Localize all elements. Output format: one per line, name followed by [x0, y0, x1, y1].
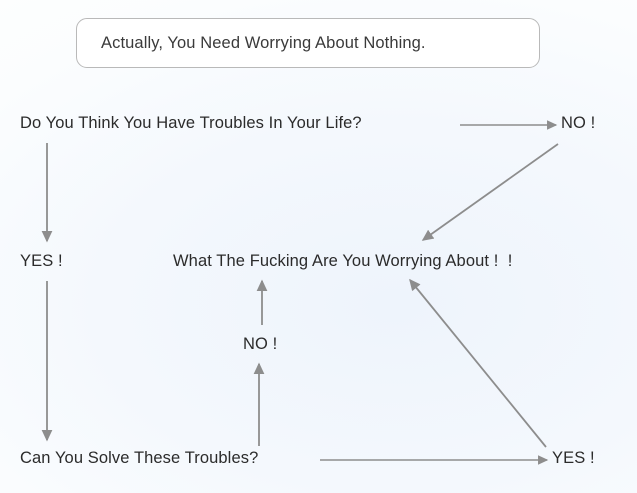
node-answer-no-top: NO ! — [561, 114, 596, 132]
node-center-text: What The Fucking Are You Worrying About … — [173, 252, 513, 270]
edge-no-to-center — [421, 143, 559, 241]
node-answer-yes-bottom: YES ! — [552, 449, 595, 467]
edge-yes-bottom-to-center — [409, 278, 547, 448]
node-question-solve: Can You Solve These Troubles? — [20, 449, 259, 467]
title-text: Actually, You Need Worrying About Nothin… — [101, 33, 426, 52]
node-answer-yes-left: YES ! — [20, 252, 63, 270]
node-answer-no-mid: NO ! — [243, 335, 278, 353]
node-question-troubles: Do You Think You Have Troubles In Your L… — [20, 114, 362, 132]
title-box: Actually, You Need Worrying About Nothin… — [76, 18, 540, 68]
